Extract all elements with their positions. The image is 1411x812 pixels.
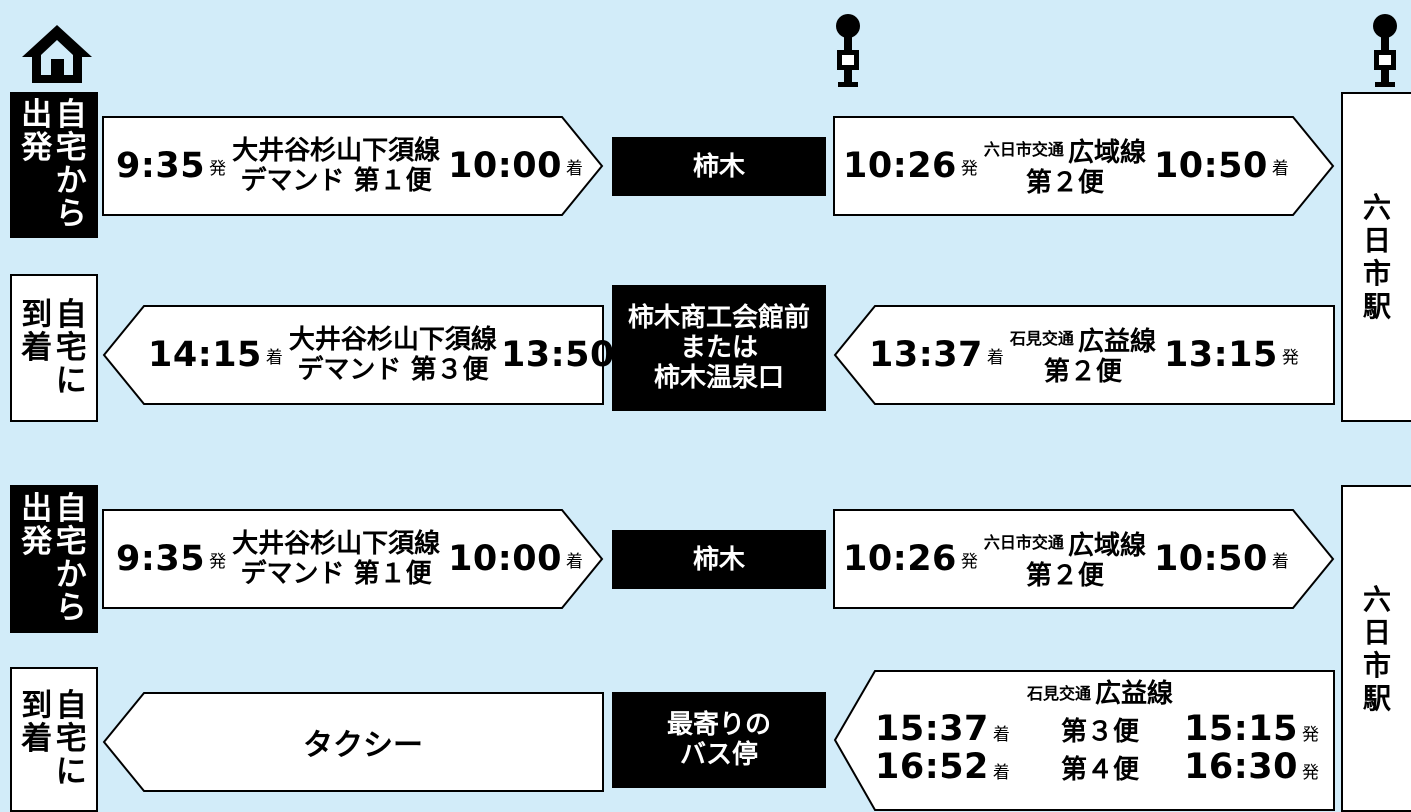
- departure-time: 13:50: [500, 335, 615, 375]
- route-name: 石見交通広益線: [1026, 679, 1174, 709]
- outbound-label: 自宅から 出発: [10, 485, 98, 633]
- outbound-leg1-arrow: 9:35 発 大井谷杉山下須線 デマンド 第１便 10:00 着: [102, 509, 604, 609]
- label-col-1: 自宅に: [55, 688, 87, 790]
- arrival-mark: 着: [566, 158, 583, 179]
- arrival-mark: 着: [986, 347, 1004, 368]
- label-col-2: 到着: [21, 688, 53, 757]
- departure-mark: 発: [1301, 725, 1319, 745]
- label-col-1: 自宅から: [55, 491, 87, 626]
- label-col-2: 到着: [21, 296, 53, 366]
- bus-stop-icon: [830, 12, 866, 88]
- arrival-mark: 着: [1271, 551, 1289, 572]
- house-icon: [16, 19, 98, 87]
- route-name: 石見交通広益線 第２便: [1009, 326, 1156, 387]
- arrival-time: 13:37: [869, 335, 983, 375]
- departure-time: 9:35: [116, 539, 206, 579]
- label-col-2: 出発: [21, 97, 53, 166]
- transfer-stop: 最寄りの バス停: [612, 692, 826, 788]
- arrival-mark: 着: [566, 551, 583, 572]
- outbound-leg1-arrow: 9:35 発 大井谷杉山下須線 デマンド 第１便 10:00 着: [102, 116, 604, 216]
- outbound-leg2-arrow: 10:26 発 六日市交通広域線 第２便 10:50 着: [833, 116, 1335, 216]
- inbound-label: 自宅に 到着: [10, 274, 98, 422]
- departure-mark: 発: [1281, 347, 1299, 368]
- station-name: 六日市駅: [1362, 191, 1391, 323]
- departure-time: 16:30: [1184, 747, 1298, 787]
- inbound-leg1-arrow: 14:15 着 大井谷杉山下須線 デマンド 第３便 13:50 発: [102, 305, 636, 405]
- route-name: 大井谷杉山下須線 デマンド 第３便: [288, 325, 497, 385]
- departure-mark: 発: [960, 551, 978, 572]
- route-name: 大井谷杉山下須線 デマンド 第１便: [232, 529, 441, 589]
- station-box: 六日市駅: [1341, 92, 1411, 422]
- label-col-1: 自宅から: [55, 97, 87, 232]
- arrival-mark: 着: [265, 347, 283, 368]
- arrival-time: 10:00: [448, 146, 562, 186]
- arrival-time: 10:50: [1153, 539, 1268, 579]
- arrival-mark: 着: [1271, 158, 1289, 179]
- arrival-time: 14:15: [148, 335, 262, 375]
- departure-time: 13:15: [1163, 335, 1278, 375]
- label-col-2: 出発: [21, 491, 53, 560]
- outbound-label: 自宅から 出発: [10, 92, 98, 238]
- transfer-stop: 柿木: [612, 530, 826, 589]
- inbound-leg1-arrow: タクシー: [102, 692, 604, 792]
- route-name: 六日市交通広域線 第２便: [983, 530, 1146, 591]
- departure-mark: 発: [1301, 763, 1319, 783]
- departure-mark: 発: [209, 551, 227, 572]
- departure-time: 9:35: [116, 146, 206, 186]
- departure-time: 10:26: [843, 539, 957, 579]
- departure-mark: 発: [960, 158, 978, 179]
- arrival-time: 15:37: [875, 709, 989, 749]
- route-name: 大井谷杉山下須線 デマンド 第１便: [232, 136, 441, 196]
- departure-time: 10:26: [843, 146, 957, 186]
- outbound-leg2-arrow: 10:26 発 六日市交通広域線 第２便 10:50 着: [833, 509, 1335, 609]
- inbound-leg2-arrow: 13:37 着 石見交通広益線 第２便 13:15 発: [833, 305, 1335, 405]
- station-name: 六日市駅: [1362, 582, 1391, 715]
- trip-number: 第４便: [1060, 754, 1139, 785]
- arrival-time: 16:52: [875, 747, 989, 787]
- departure-mark: 発: [209, 158, 227, 179]
- taxi-label: タクシー: [303, 728, 423, 763]
- inbound-label: 自宅に 到着: [10, 667, 98, 812]
- transfer-stop: 柿木商工会館前 または 柿木温泉口: [612, 285, 826, 411]
- departure-time: 15:15: [1184, 709, 1298, 749]
- arrival-time: 10:50: [1153, 146, 1268, 186]
- arrival-mark: 着: [992, 725, 1010, 745]
- station-box: 六日市駅: [1341, 485, 1411, 812]
- arrival-mark: 着: [992, 763, 1010, 783]
- arrival-time: 10:00: [448, 539, 562, 579]
- route-name: 六日市交通広域線 第２便: [983, 137, 1146, 198]
- bus-stop-icon: [1367, 12, 1403, 88]
- transfer-stop: 柿木: [612, 137, 826, 196]
- trip-number: 第３便: [1060, 716, 1139, 747]
- label-col-1: 自宅に: [55, 296, 87, 399]
